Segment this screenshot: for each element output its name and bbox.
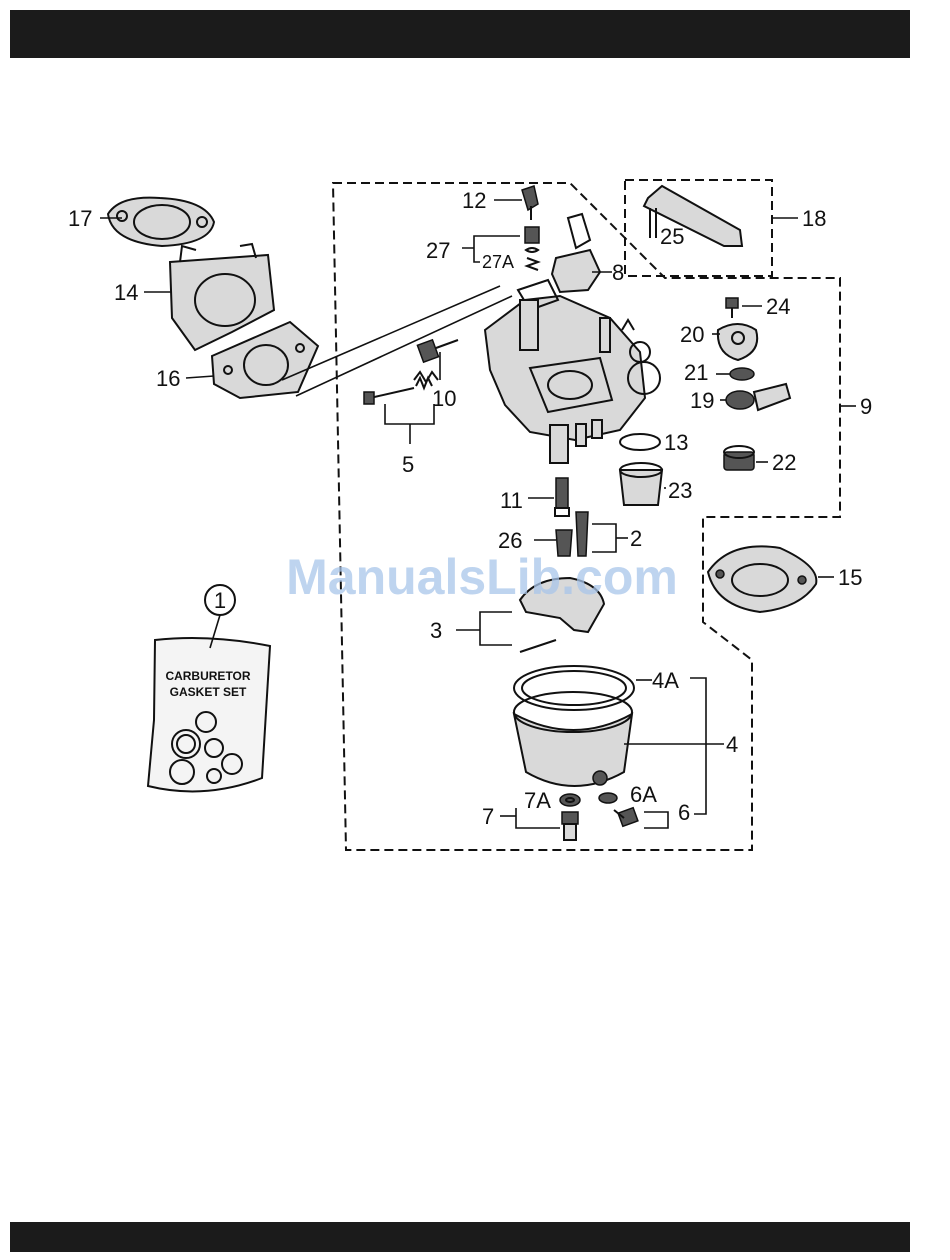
callout-25: 25 bbox=[660, 224, 684, 249]
gasket-16-alignment-line-2 bbox=[282, 286, 500, 380]
part-8-gasket bbox=[552, 214, 600, 292]
gasket-16-alignment-line bbox=[296, 296, 512, 396]
callout-4: 4 bbox=[726, 732, 738, 757]
callout-22: 22 bbox=[772, 450, 796, 475]
callout-8: 8 bbox=[612, 260, 624, 285]
callout-6a: 6A bbox=[630, 782, 657, 807]
part-19-lever bbox=[726, 384, 790, 410]
gasket-bag-label-line-2: GASKET SET bbox=[170, 685, 247, 699]
callout-7a: 7A bbox=[524, 788, 551, 813]
callout-11: 11 bbox=[500, 488, 523, 513]
bracket-5 bbox=[385, 404, 434, 424]
callout-27a: 27A bbox=[482, 252, 514, 272]
callout-20: 20 bbox=[680, 322, 704, 347]
callout-13: 13 bbox=[664, 430, 688, 455]
callout-16: 16 bbox=[156, 366, 180, 391]
part-7-bowl-screw bbox=[560, 794, 580, 840]
callout-23: 23 bbox=[668, 478, 692, 503]
part-5-pilot-screw bbox=[364, 378, 432, 404]
part-22-bushing bbox=[724, 446, 754, 470]
watermark: ManualsLib.com bbox=[286, 549, 678, 605]
part-4a-gasket bbox=[514, 666, 634, 710]
callout-4a: 4A bbox=[652, 668, 679, 693]
callout-12: 12 bbox=[462, 188, 486, 213]
callout-24: 24 bbox=[766, 294, 790, 319]
part-24-screw bbox=[726, 298, 738, 318]
part-13-o-ring bbox=[620, 434, 660, 450]
callout-19: 19 bbox=[690, 388, 714, 413]
callout-1: 1 bbox=[214, 588, 226, 613]
part-18-choke-lever bbox=[644, 186, 742, 246]
callout-17: 17 bbox=[68, 206, 92, 231]
callout-27: 27 bbox=[426, 238, 450, 263]
part-23-cup bbox=[620, 463, 662, 505]
callout-21: 21 bbox=[684, 360, 708, 385]
part-14-insulator bbox=[170, 244, 274, 350]
part-12-screw bbox=[522, 186, 538, 220]
callout-5: 5 bbox=[402, 452, 414, 477]
callout-2: 2 bbox=[630, 526, 642, 551]
bracket-3 bbox=[480, 612, 512, 645]
part-20-plate bbox=[718, 324, 757, 360]
part-4-float-bowl bbox=[514, 692, 632, 786]
callout-15: 15 bbox=[838, 565, 862, 590]
gasket-bag-label-line-1: CARBURETOR bbox=[165, 669, 250, 683]
carburetor-body bbox=[485, 280, 660, 463]
bracket-2 bbox=[592, 524, 616, 552]
part-17-gasket bbox=[108, 198, 214, 246]
callout-7: 7 bbox=[482, 804, 494, 829]
part-11-needle bbox=[555, 478, 569, 516]
part-1-gasket-bag bbox=[148, 638, 270, 791]
part-15-gasket bbox=[708, 546, 816, 612]
part-27-screw-spring bbox=[525, 227, 539, 270]
bracket-6 bbox=[644, 812, 668, 828]
callout-18: 18 bbox=[802, 206, 826, 231]
callout-10: 10 bbox=[432, 386, 456, 411]
part-10-idle-screw bbox=[414, 340, 458, 382]
callout-6: 6 bbox=[678, 800, 690, 825]
callout-3: 3 bbox=[430, 618, 442, 643]
part-21-washer bbox=[730, 368, 754, 380]
callout-14: 14 bbox=[114, 280, 138, 305]
callout-9: 9 bbox=[860, 394, 872, 419]
